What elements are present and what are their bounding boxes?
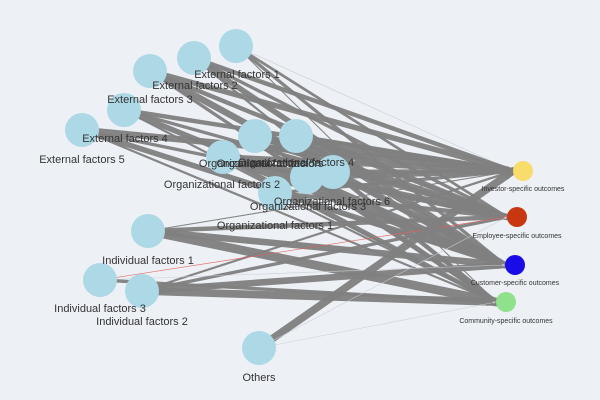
edge-arrow-oth-com bbox=[493, 301, 496, 304]
edge-oth-inv bbox=[255, 167, 517, 352]
node-label-orgx: Organizational factors bbox=[217, 158, 324, 170]
edge-ext1-inv bbox=[235, 45, 514, 172]
node-label-ext1: External factors 1 bbox=[194, 69, 280, 81]
node-label-org3: Organizational factors 3 bbox=[250, 201, 366, 213]
edge-ext2-inv bbox=[191, 55, 516, 174]
node-ext4[interactable] bbox=[107, 93, 141, 127]
node-org4[interactable] bbox=[279, 119, 313, 153]
node-oth[interactable] bbox=[242, 331, 276, 365]
node-ext1[interactable] bbox=[219, 29, 253, 63]
node-ind3[interactable] bbox=[83, 263, 117, 297]
edge-arrow-oth-inv bbox=[503, 171, 513, 180]
node-label-cus: Customer-specific outcomes bbox=[471, 280, 560, 287]
node-ext3[interactable] bbox=[133, 54, 167, 88]
node-ext2[interactable] bbox=[177, 41, 211, 75]
node-org1[interactable] bbox=[258, 176, 292, 210]
node-emp[interactable] bbox=[507, 207, 527, 227]
node-label-oth: Others bbox=[242, 372, 276, 384]
edge-arrow-ind2-cus bbox=[497, 261, 505, 270]
edge-ind1-cus bbox=[144, 227, 509, 269]
node-label-org1: Organizational factors 1 bbox=[217, 220, 333, 232]
node-ext5[interactable] bbox=[65, 113, 99, 147]
edge-oth-emp bbox=[258, 216, 508, 349]
node-label-inv: Investor-specific outcomes bbox=[482, 186, 565, 193]
node-label-org4: Organizational factors 4 bbox=[238, 157, 354, 169]
edge-ind3-com bbox=[98, 278, 498, 304]
edge-ind1-inv bbox=[147, 170, 514, 232]
edge-ind2-inv bbox=[140, 169, 515, 293]
node-label-org5: Organizational factors 5 bbox=[199, 158, 315, 170]
edge-org6-inv bbox=[330, 168, 516, 175]
node-com[interactable] bbox=[496, 292, 516, 312]
edges-layer bbox=[78, 44, 517, 352]
node-label-ind1: Individual factors 1 bbox=[102, 255, 194, 267]
node-label-org6: Organizational factors 6 bbox=[274, 196, 390, 208]
nodes-layer bbox=[65, 29, 533, 365]
node-org2[interactable] bbox=[206, 140, 240, 174]
edge-oth-com bbox=[258, 301, 497, 349]
node-org3[interactable] bbox=[290, 160, 324, 194]
node-label-ext5: External factors 5 bbox=[39, 154, 125, 166]
edge-ext3-inv bbox=[147, 68, 516, 174]
edge-ind1-com bbox=[143, 226, 501, 307]
node-ind1[interactable] bbox=[131, 214, 165, 248]
node-inv[interactable] bbox=[513, 161, 533, 181]
edge-ind3-cus bbox=[99, 264, 506, 281]
node-label-ind3: Individual factors 3 bbox=[54, 303, 146, 315]
edge-arrow-ind3-cus bbox=[502, 263, 505, 267]
edge-arrow-oth-emp bbox=[504, 217, 507, 220]
node-org5[interactable] bbox=[238, 119, 272, 153]
node-label-ext2: External factors 2 bbox=[152, 80, 238, 92]
node-label-com: Community-specific outcomes bbox=[459, 318, 553, 325]
edge-ind2-emp bbox=[140, 215, 509, 293]
node-label-ext3: External factors 3 bbox=[107, 94, 193, 106]
edge-ind3-emp bbox=[99, 216, 508, 281]
node-org6[interactable] bbox=[316, 155, 350, 189]
node-ind2[interactable] bbox=[125, 274, 159, 308]
node-label-emp: Employee-specific outcomes bbox=[472, 233, 562, 240]
node-label-ext4: External factors 4 bbox=[82, 133, 168, 145]
node-label-org2: Organizational factors 2 bbox=[164, 179, 280, 191]
node-cus[interactable] bbox=[505, 255, 525, 275]
node-label-ind2: Individual factors 2 bbox=[96, 316, 188, 328]
